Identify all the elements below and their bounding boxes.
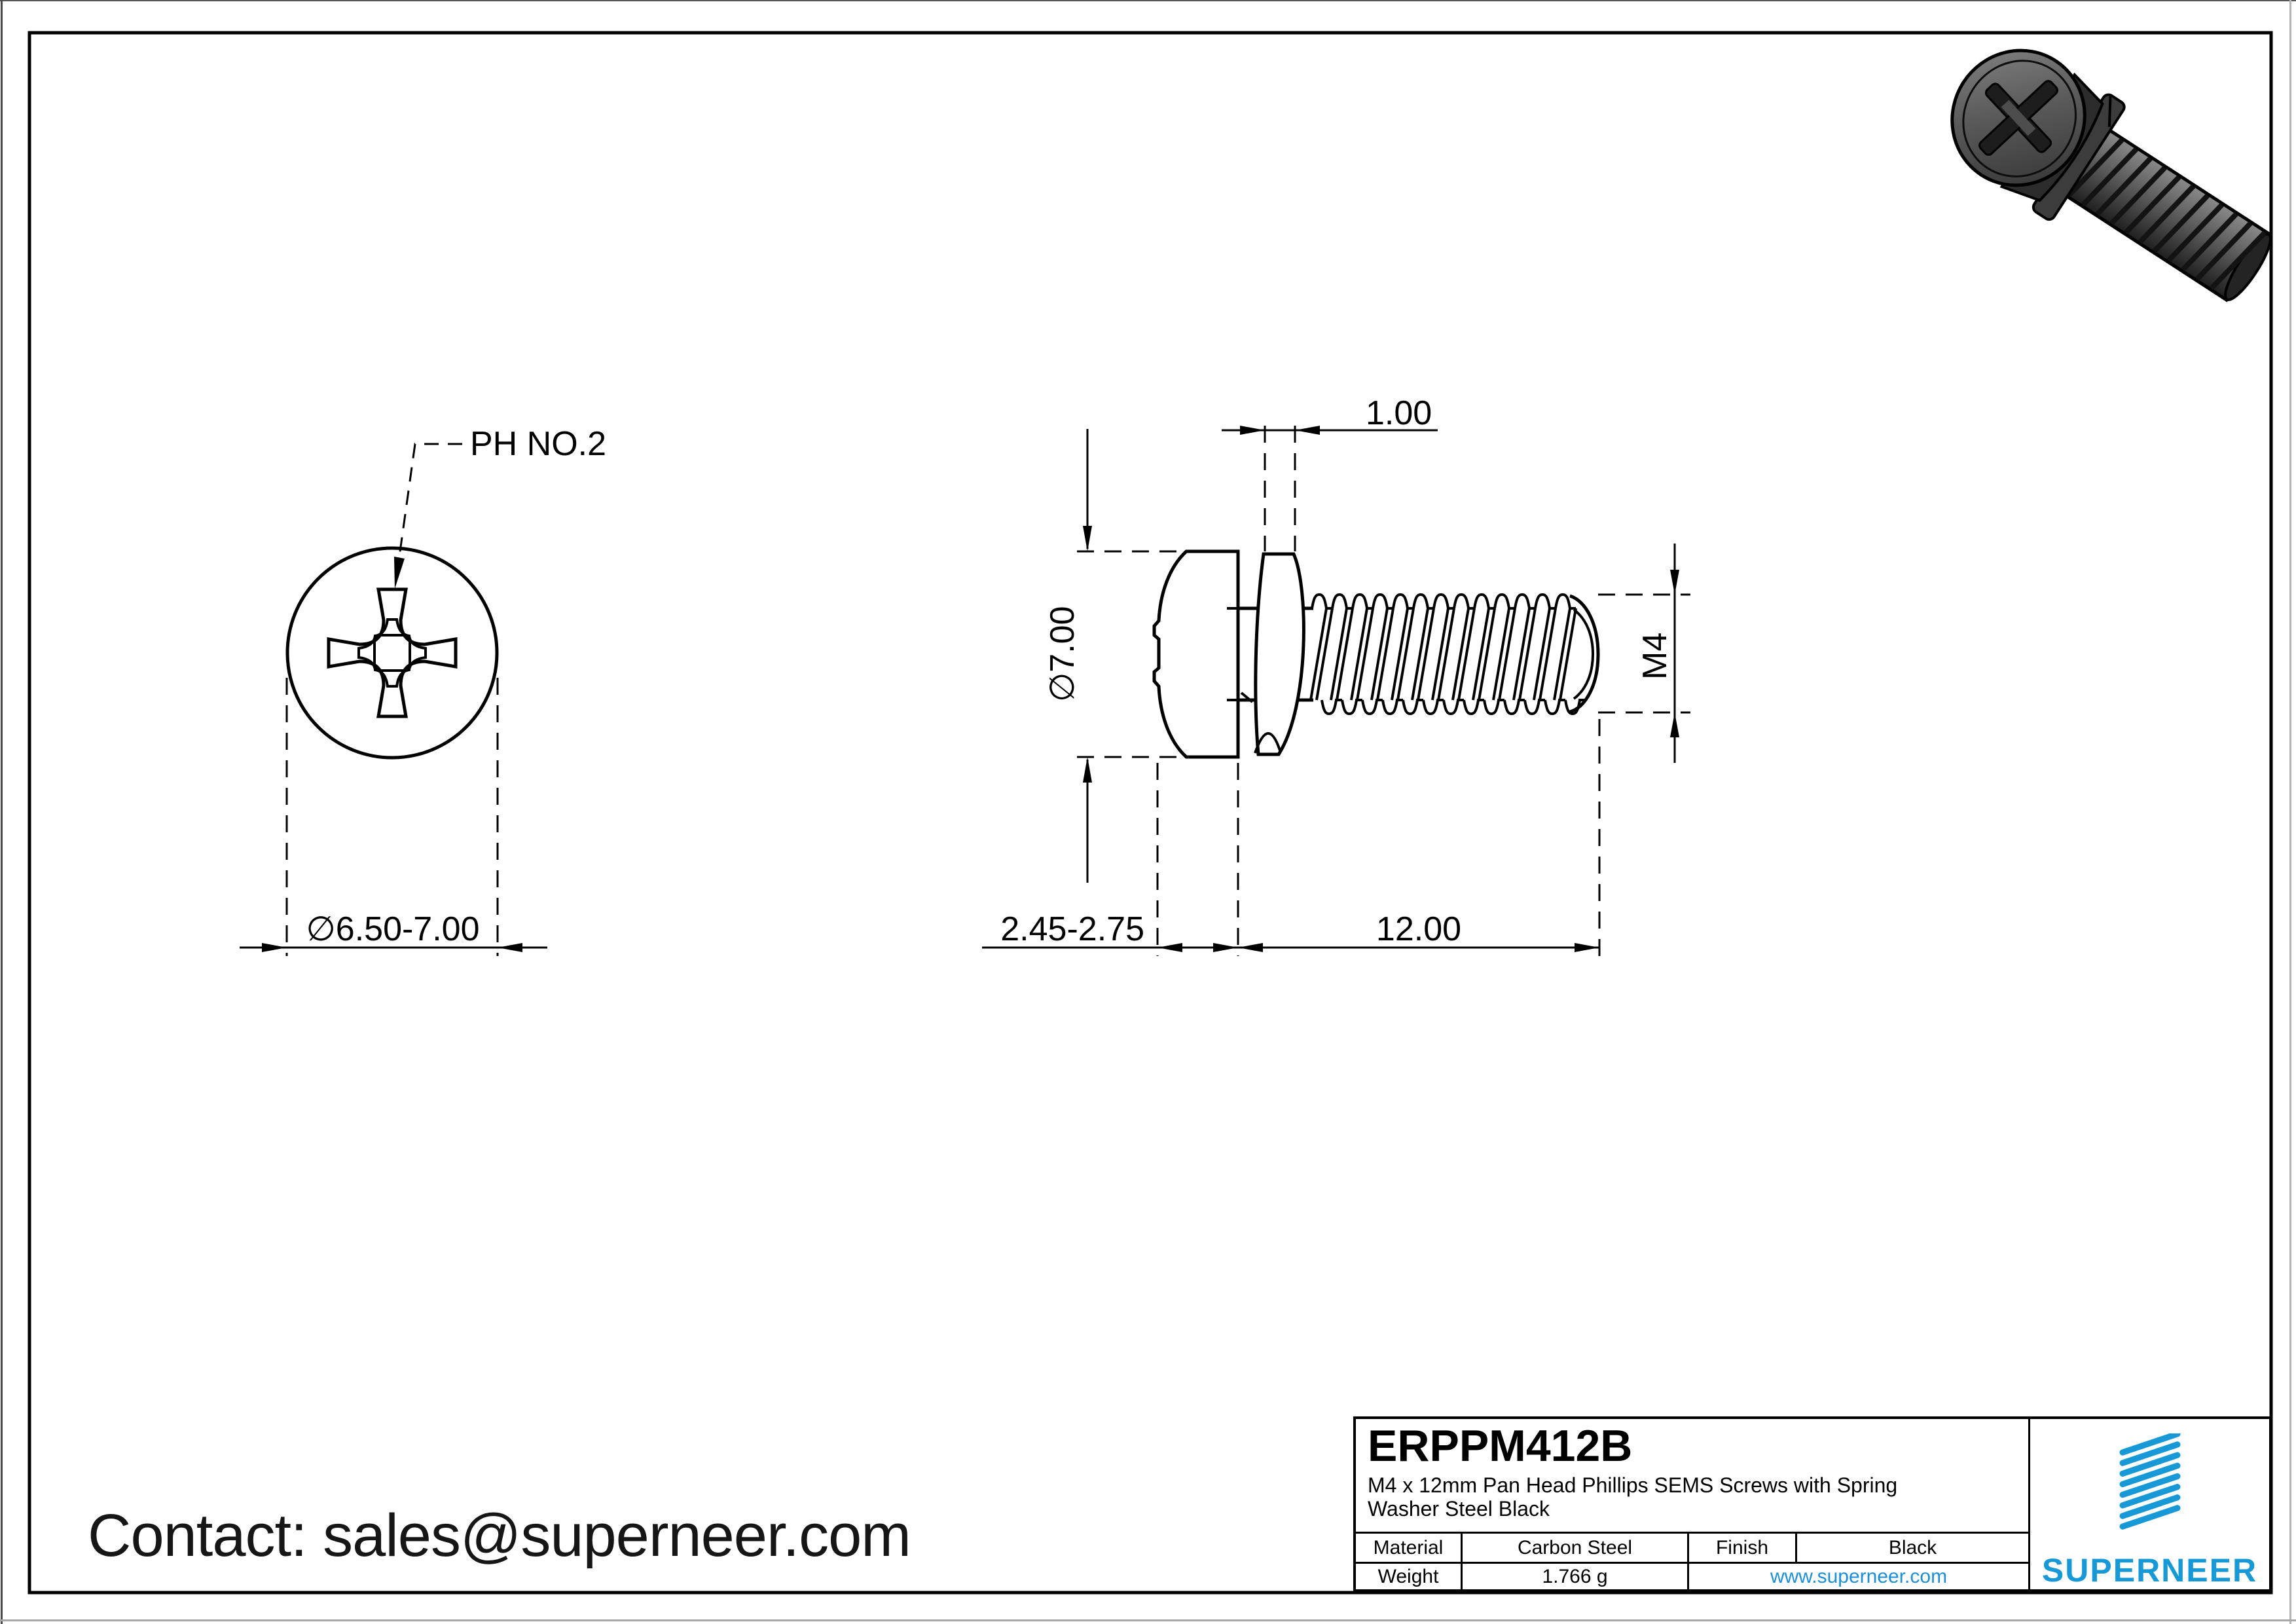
pan-head-profile (1152, 549, 1240, 759)
material-label: Material (1356, 1534, 1463, 1562)
thread-size-label: M4 (1636, 633, 1674, 680)
finish-label: Finish (1689, 1534, 1797, 1562)
logo-cell: SUPERNEER (2028, 1419, 2269, 1589)
phillips-recess (327, 587, 458, 718)
title-block: ERPPM412B M4 x 12mm Pan Head Phillips SE… (1353, 1416, 2272, 1592)
ph-leader-line (395, 443, 467, 576)
page-edge-bottom (0, 1619, 2296, 1621)
screw-3d-render (1950, 48, 2272, 303)
leader-arrowhead (394, 557, 405, 589)
page-edge-left (1, 0, 3, 1624)
head-height-label: 2.45-2.75 (1000, 910, 1144, 948)
weight-label: Weight (1356, 1564, 1463, 1589)
finish-value: Black (1888, 1536, 1937, 1559)
contact-email: Contact: sales@superneer.com (88, 1502, 911, 1569)
length-label: 12.00 (1376, 910, 1461, 948)
part-section: ERPPM412B M4 x 12mm Pan Head Phillips SE… (1356, 1419, 2028, 1534)
brand-name: SUPERNEER (2041, 1552, 2258, 1589)
weight-value: 1.766 g (1463, 1564, 1689, 1589)
side-view (982, 426, 1690, 956)
head-outline-circle (285, 546, 499, 760)
washer-thickness-label: 1.00 (1366, 394, 1432, 432)
head-diameter-label: ∅7.00 (1044, 606, 1082, 702)
ph-number-label: PH NO.2 (470, 425, 606, 463)
material-value: Carbon Steel (1463, 1534, 1689, 1562)
website-link[interactable]: www.superneer.com (1770, 1565, 1948, 1587)
spring-washer (1254, 552, 1305, 756)
page-edge-right (2289, 0, 2291, 1624)
drawing-frame (27, 31, 2273, 1595)
page-edge-top (0, 0, 2296, 1)
thread-end (1569, 594, 1600, 714)
superneer-logo-icon (2119, 1433, 2180, 1530)
phillips-recess-3d (1978, 80, 2058, 156)
part-description-line1: M4 x 12mm Pan Head Phillips SEMS Screws … (1368, 1473, 1898, 1498)
thread-stripes-3d (2066, 138, 2267, 291)
part-number: ERPPM412B (1368, 1421, 1633, 1471)
front-view (240, 443, 547, 956)
head-od-label: ∅6.50-7.00 (306, 910, 479, 948)
thread-profile (1309, 593, 1586, 716)
part-description-line2: Washer Steel Black (1368, 1497, 1550, 1521)
